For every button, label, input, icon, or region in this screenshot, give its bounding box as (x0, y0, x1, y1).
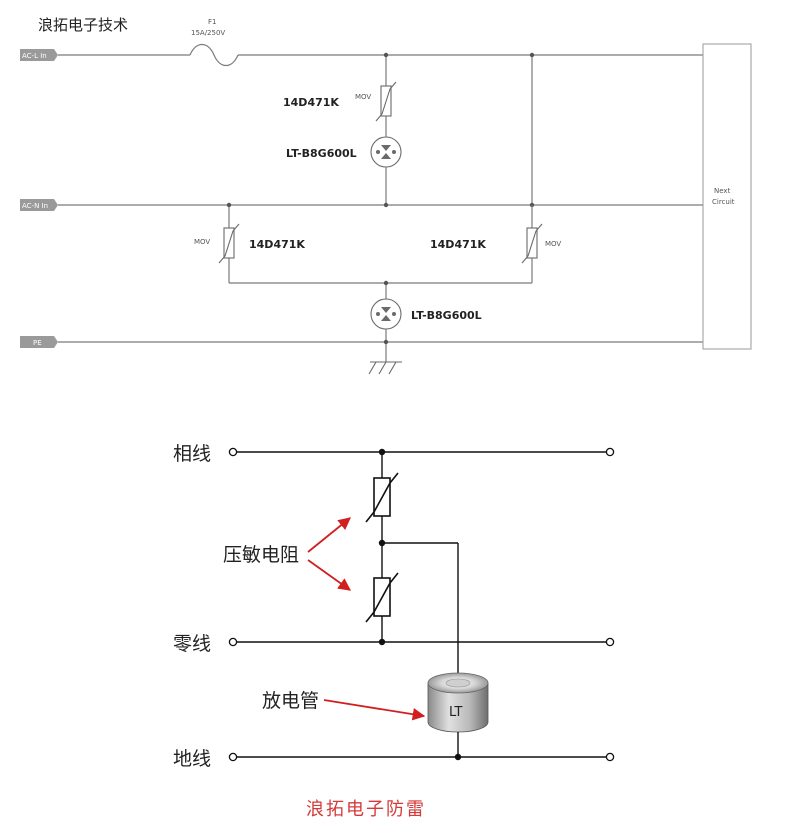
ground-line-label: 地线 (173, 748, 211, 770)
gdt-annotation: 放电管 (262, 690, 319, 712)
next-circuit-label-2: Circuit (712, 198, 735, 206)
mov-label-top: MOV (355, 93, 371, 101)
l-n-protection-branch: MOV 14D471K LT-B8G600L (283, 52, 402, 208)
varistor-arrow-lower (307, 559, 352, 591)
phase-line-label: 相线 (173, 443, 211, 465)
neutral-line-label: 零线 (173, 633, 211, 655)
gdt-bottom (370, 298, 402, 330)
varistor-top-label: 14D471K (283, 96, 339, 109)
varistor-lower (365, 572, 399, 623)
fuse-label: F1 (208, 18, 216, 26)
varistor-upper (365, 472, 399, 523)
gdt-top-label: LT-B8G600L (286, 147, 357, 160)
gdt-top (370, 136, 402, 168)
mov-label-right: MOV (545, 240, 561, 248)
ac-n-tag: AC-N In (20, 199, 58, 211)
svg-text:AC-N In: AC-N In (22, 202, 48, 210)
svg-text:AC-L In: AC-L In (22, 52, 47, 60)
gdt-arrow (323, 699, 426, 721)
varistor-right-label: 14D471K (430, 238, 486, 251)
ground-symbol (368, 361, 402, 375)
mov-label-left: MOV (194, 238, 210, 246)
gdt-bottom-label: LT-B8G600L (411, 309, 482, 322)
svg-text:PE: PE (33, 339, 42, 347)
gdt-cylinder: LT (427, 672, 489, 733)
footer-brand: 浪拓电子防雷 (306, 799, 426, 820)
ac-l-tag: AC-L In (20, 49, 58, 61)
fuse-symbol (189, 43, 239, 67)
next-circuit-box (702, 43, 752, 350)
varistor-left-label: 14D471K (249, 238, 305, 251)
surge-protector-schematic: 浪拓电子技术 AC-L In AC-N In PE F1 15A/250V Ne… (20, 16, 752, 375)
n-pe-protection-branch: MOV 14D471K MOV 14D471K LT-B8G600L (194, 202, 561, 375)
varistor-arrow-upper (307, 517, 351, 553)
pe-tag: PE (20, 336, 58, 348)
varistor-annotation: 压敏电阻 (223, 544, 299, 566)
gdt-wiring-diagram: 相线 零线 地线 LT (173, 443, 615, 820)
brand-title: 浪拓电子技术 (38, 16, 128, 34)
fuse-rating: 15A/250V (191, 29, 225, 37)
gdt-body-label: LT (449, 705, 462, 720)
next-circuit-label-1: Next (714, 187, 731, 195)
